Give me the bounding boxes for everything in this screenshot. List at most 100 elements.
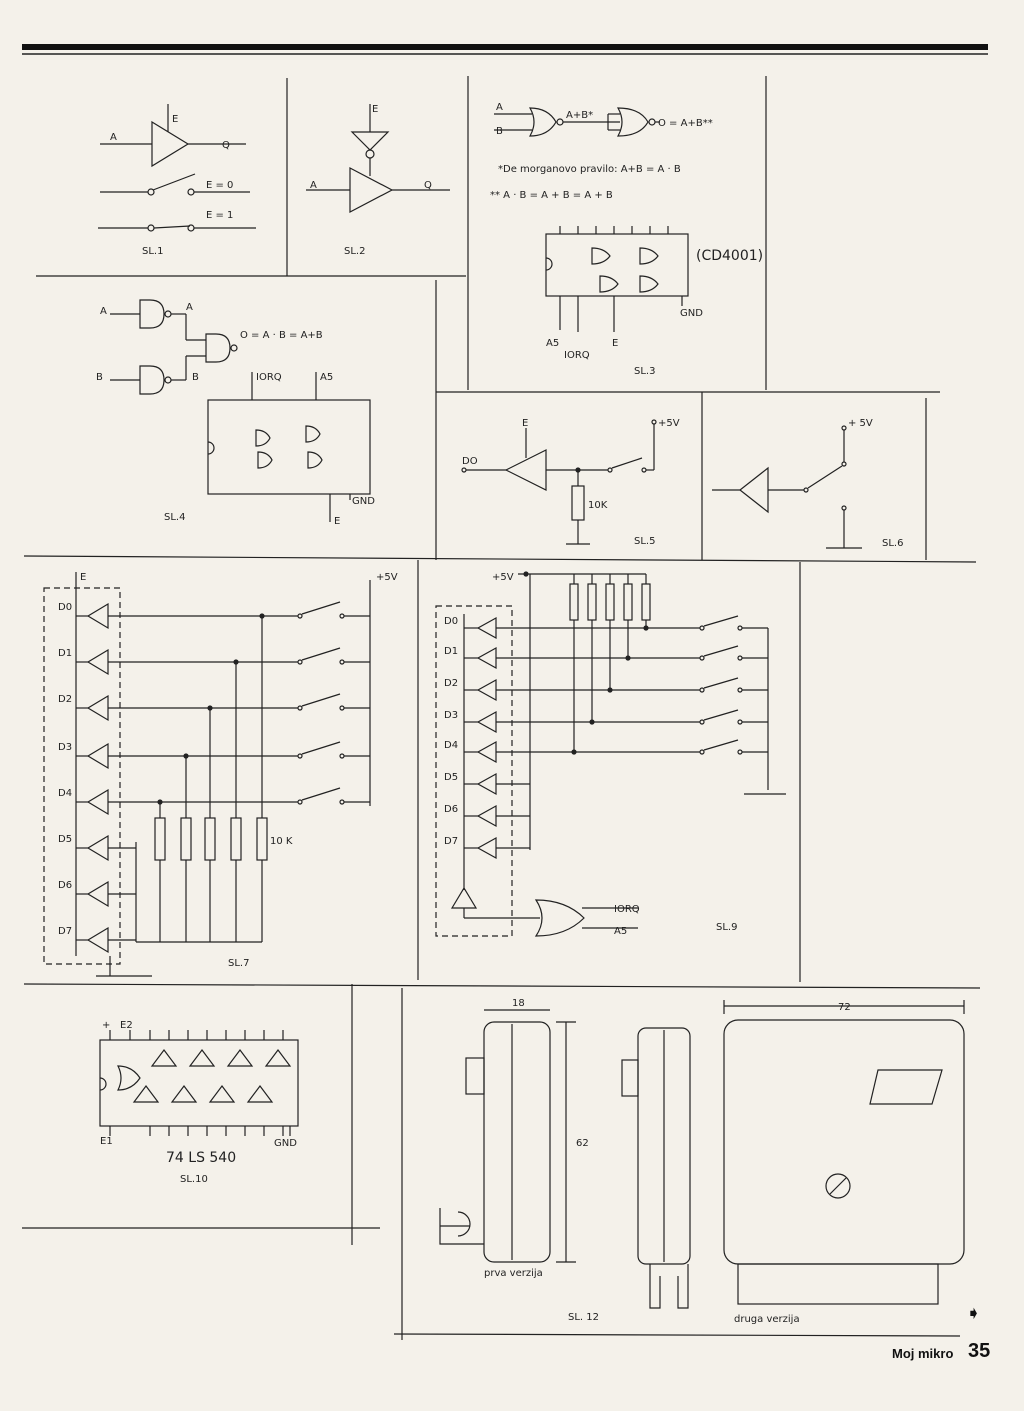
sl7-switch-contact [339, 799, 345, 805]
sl9-caption: SL.9 [716, 922, 737, 933]
sl7-switch-contact [339, 705, 345, 711]
top-rule [22, 44, 988, 50]
sl7-label-10k: 10 K [270, 836, 293, 847]
sl7-switch-contact [339, 659, 345, 665]
figure-sl2 [306, 104, 450, 213]
sl9-pin-label: D3 [444, 710, 458, 721]
sl7-buffer [86, 788, 109, 816]
sl7-pin-label: D1 [58, 648, 72, 659]
sl9-resistors [569, 574, 651, 621]
sl9-tap-dot [607, 687, 613, 693]
sl9-switch-contact [737, 749, 743, 755]
figure-sl1 [98, 104, 256, 232]
sl3-note1: *De morganovo pravilo: A+B = A · B [498, 164, 681, 175]
sl7-label-e: E [80, 572, 86, 583]
sl7-pin-label: D6 [58, 880, 72, 891]
figure-sl9 [435, 571, 786, 937]
sl7-buffer [86, 926, 109, 954]
sl1-label-e0: E = 0 [206, 180, 233, 191]
sl12-caption: SL. 12 [568, 1312, 599, 1323]
sl4-caption: SL.4 [164, 512, 185, 523]
sl7-buffer [86, 834, 109, 862]
sl9-resistor [605, 583, 615, 621]
sl7-switch-contact [339, 753, 345, 759]
sl7-resistors [154, 817, 268, 942]
sl7-buffer [86, 648, 109, 676]
sl9-pin-label: D5 [444, 772, 458, 783]
sl2-label-a: A [310, 180, 317, 191]
sl9-buffer [476, 836, 497, 860]
section-dividers [22, 76, 981, 1340]
sl7-tap-dot [233, 659, 239, 665]
sl3-label-a: A [496, 102, 503, 113]
page-number: 35 [968, 1340, 991, 1362]
sl3-label-out: O = A+B** [658, 118, 713, 129]
sl4-label-abar: A [186, 302, 193, 313]
sl12-version1: prva verzija [484, 1268, 543, 1279]
sl9-switch-contact [699, 625, 705, 631]
sl9-switch-contact [737, 625, 743, 631]
sl9-resistor [587, 583, 597, 621]
sl7-pin-label: D2 [58, 694, 72, 705]
sl9-buffer [476, 740, 497, 764]
sl7-resistor [180, 817, 192, 861]
sl3-label-gnd: GND [680, 308, 703, 319]
sl9-label-a5: A5 [614, 926, 627, 937]
sl1-caption: SL.1 [142, 246, 163, 257]
sl9-switch-contact [699, 655, 705, 661]
sl9-pin-label: D7 [444, 836, 458, 847]
sl3-note2: ** A · B = A + B = A + B [490, 190, 613, 201]
sl9-pin-label: D0 [444, 616, 458, 627]
sl7-switch-arm [301, 693, 341, 707]
sl1-label-e: E [172, 114, 178, 125]
sl7-pin-label: D7 [58, 926, 72, 937]
sl3-caption: SL.3 [634, 366, 655, 377]
sl12-dim-62: 62 [576, 1138, 589, 1149]
sl7-switch-arm [301, 741, 341, 755]
sl2-label-q: Q [424, 180, 432, 191]
sl7-buffer [86, 602, 109, 630]
sl7-switch-contact [297, 613, 303, 619]
magazine-brand: Moj mikro [892, 1346, 954, 1361]
sl3-label-e: E [612, 338, 618, 349]
sl1-label-q: Q [222, 140, 230, 151]
sl7-buffer [86, 880, 109, 908]
figure-sl5 [461, 419, 657, 545]
sl9-tap-dot [625, 655, 631, 661]
sl9-buffer [476, 710, 497, 734]
sl3-label-b: B [496, 126, 503, 137]
sl3-chip-name: (CD4001) [696, 248, 763, 264]
sl4-label-gnd: GND [352, 496, 375, 507]
sl7-label-5v: +5V [376, 572, 398, 583]
sl4-label-iorq: IORQ [256, 372, 282, 383]
sl9-buffer-rows [464, 615, 768, 860]
sl10-label-e1: E1 [100, 1136, 113, 1147]
sl9-switch-contact [699, 749, 705, 755]
sl3-label-a5: A5 [546, 338, 559, 349]
sl7-buffer-rows [76, 601, 370, 954]
sl9-pin-label: D1 [444, 646, 458, 657]
sl10-caption: SL.10 [180, 1174, 208, 1185]
sl9-switch-contact [737, 655, 743, 661]
sl5-label-do: DO [462, 456, 478, 467]
sl7-pin-label: D5 [58, 834, 72, 845]
sl9-buffer [476, 646, 497, 670]
sl7-switch-arm [301, 601, 341, 615]
sl9-switch-arm [703, 645, 739, 657]
sl10-label-e2: E2 [120, 1020, 133, 1031]
sl9-resistor [641, 583, 651, 621]
sl7-switch-contact [297, 705, 303, 711]
sl7-buffer [86, 694, 109, 722]
sl10-label-gnd: GND [274, 1138, 297, 1149]
sl4-label-bbar: B [192, 372, 199, 383]
sl4-label-e: E [334, 516, 340, 527]
sl7-pin-label: D4 [58, 788, 72, 799]
sl6-caption: SL.6 [882, 538, 903, 549]
sl3-label-iorq: IORQ [564, 350, 590, 361]
sl12-version2: druga verzija [734, 1314, 800, 1325]
sl9-tap-dot [571, 749, 577, 755]
sl10-label-plus: + [102, 1020, 110, 1031]
next-page-arrow-icon: ➧ [966, 1303, 982, 1324]
